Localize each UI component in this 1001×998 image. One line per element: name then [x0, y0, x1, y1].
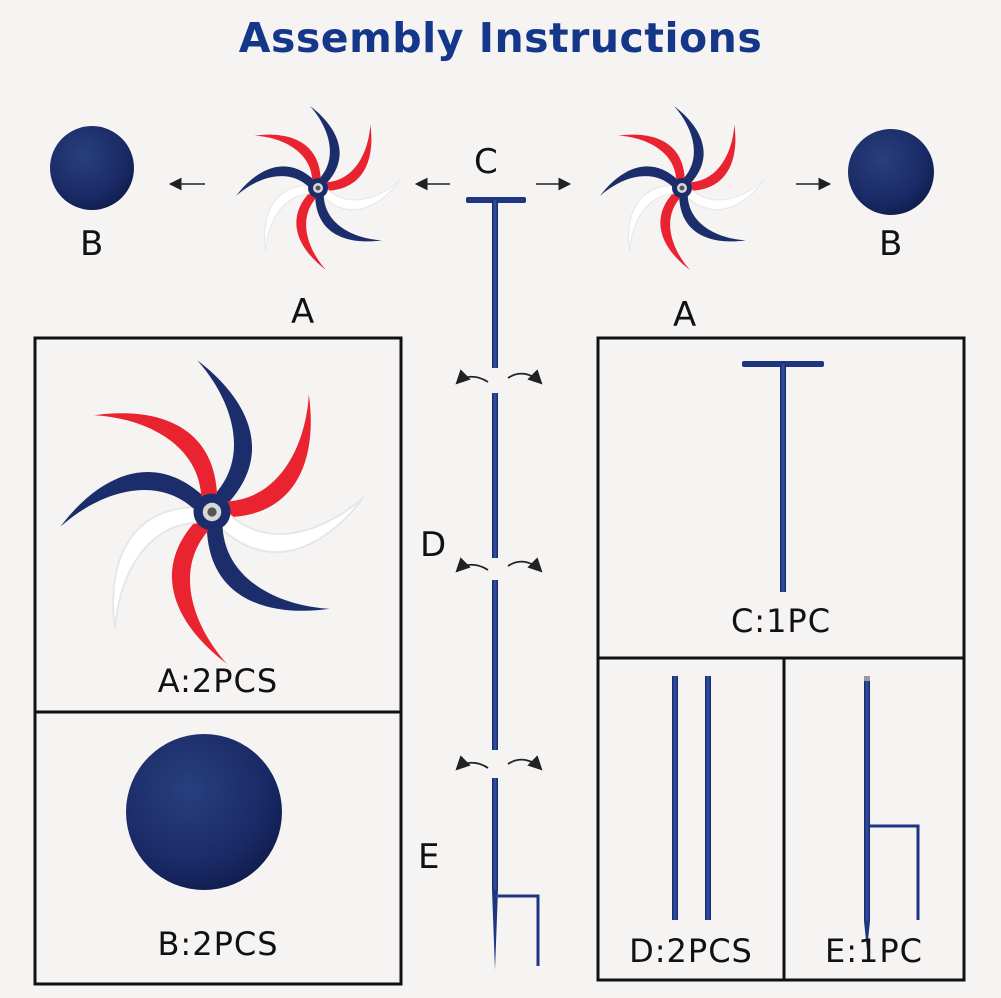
label-d: D	[420, 525, 447, 565]
assembled-rod-icon	[466, 197, 540, 970]
label-b-right: B	[879, 224, 903, 264]
label-c: C	[474, 142, 498, 182]
parts-frame-right	[596, 336, 966, 982]
caption-part-d: D:2PCS	[629, 932, 753, 970]
caption-part-c: C:1PC	[730, 602, 832, 640]
extension-rod-icon	[672, 676, 711, 920]
label-a-left: A	[291, 292, 315, 332]
t-handle-rod-icon	[742, 361, 824, 592]
label-a-right: A	[673, 295, 697, 335]
ball-cap-left-icon	[50, 126, 134, 210]
pinwheel-part-icon	[60, 360, 363, 663]
parts-frame-left	[33, 336, 403, 986]
ground-stake-icon	[864, 676, 920, 950]
caption-part-b: B:2PCS	[157, 925, 279, 963]
page-title: Assembly Instructions	[238, 14, 763, 62]
label-b-left: B	[80, 224, 104, 264]
pinwheel-left-icon	[236, 106, 400, 270]
label-e: E	[418, 837, 440, 877]
caption-part-e: E:1PC	[825, 932, 923, 970]
rotate-arrows-icon	[455, 369, 543, 771]
pinwheel-right-icon	[600, 106, 764, 270]
caption-part-a: A:2PCS	[157, 662, 279, 700]
ball-cap-part-icon	[126, 734, 282, 890]
ball-cap-right-icon	[848, 129, 934, 215]
